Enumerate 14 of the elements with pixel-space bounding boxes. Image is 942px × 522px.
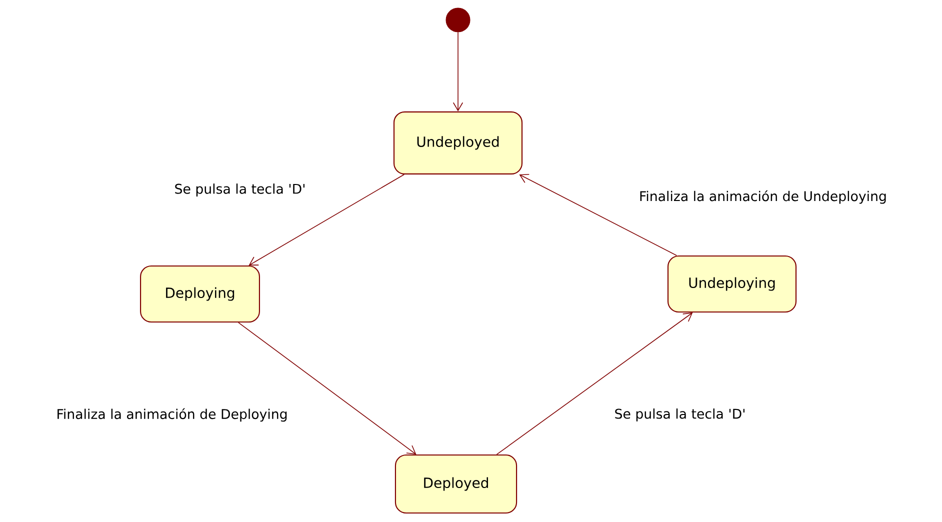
initial-state-dot [446, 8, 470, 32]
arrow [496, 312, 693, 455]
arrow [519, 174, 678, 256]
edge-label: Finaliza la animación de Undeploying [640, 190, 886, 204]
arrow [452, 32, 464, 112]
arrow [248, 174, 405, 266]
state-box: Undeploying [667, 255, 797, 313]
edge-label: Finaliza la animación de Deploying [58, 408, 287, 422]
state-box: Deployed [394, 454, 518, 514]
arrow [238, 322, 416, 454]
state-box: Deploying [140, 265, 260, 323]
edge-label: Se pulsa la tecla 'D' [175, 184, 304, 196]
edge-label: Se pulsa la tecla 'D' [615, 408, 744, 422]
state-box: Undeployed [393, 111, 523, 174]
